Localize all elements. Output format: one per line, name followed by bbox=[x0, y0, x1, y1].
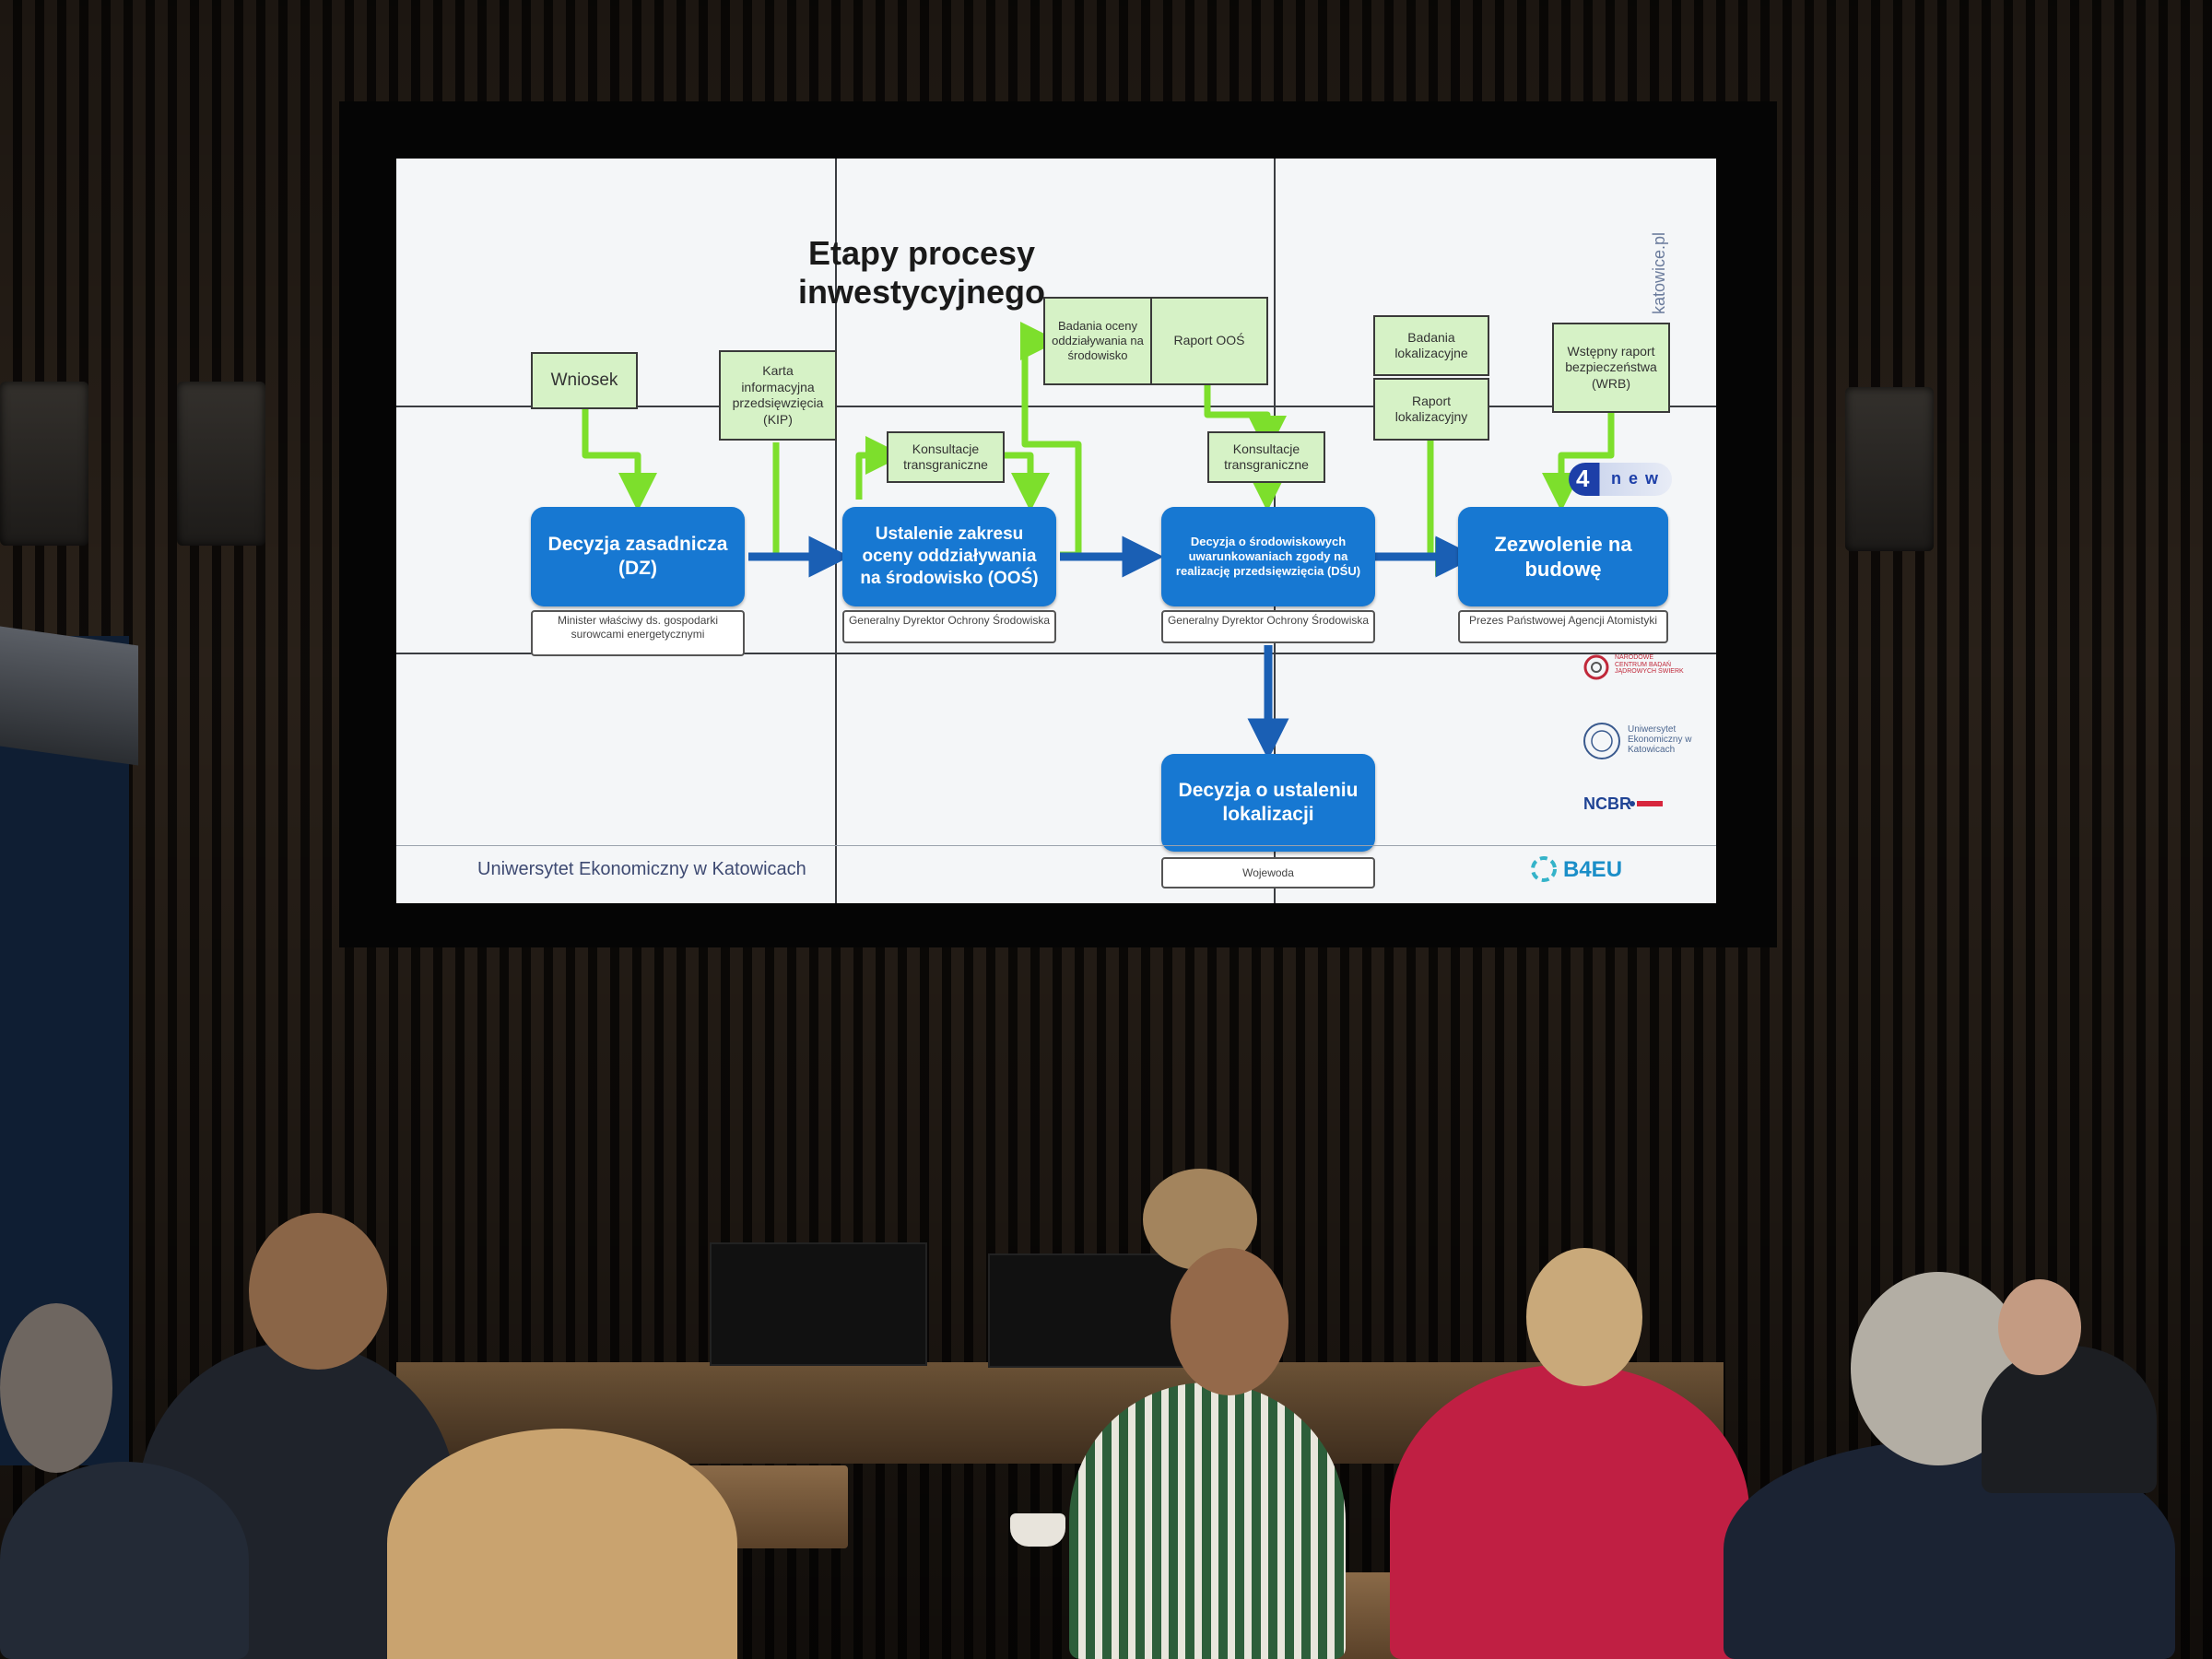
owner-lokalizacja: Wojewoda bbox=[1161, 857, 1375, 888]
stage-oos: Ustalenie zakresu oceny oddziaływania na… bbox=[842, 507, 1056, 606]
screen-seam bbox=[835, 159, 837, 903]
attendee-blonde-front bbox=[387, 1429, 737, 1659]
flow-arrows bbox=[582, 322, 1615, 760]
stage-budowa: Zezwolenie na budowę bbox=[1458, 507, 1668, 606]
input-konsultacje-2: Konsultacje transgraniczne bbox=[1207, 431, 1325, 483]
input-badania-lok: Badania lokalizacyjne bbox=[1373, 315, 1489, 376]
arrow-kip bbox=[772, 442, 849, 576]
left-ledge bbox=[0, 626, 138, 766]
attendee-red-jacket bbox=[1390, 1364, 1749, 1659]
attendee-head bbox=[249, 1213, 387, 1370]
arrow-raport-lok bbox=[1427, 441, 1474, 576]
speaker-left-2 bbox=[177, 382, 265, 546]
attendee-striped-shirt bbox=[1069, 1382, 1346, 1659]
attendee-head bbox=[1171, 1248, 1288, 1395]
stage-dsu: Decyzja o środowiskowych uwarunkowaniach… bbox=[1161, 507, 1375, 606]
screen-seam bbox=[396, 653, 1716, 654]
speaker-right bbox=[1845, 387, 1934, 551]
4new-logo-word: new bbox=[1611, 469, 1666, 488]
input-konsultacje-1: Konsultacje transgraniczne bbox=[887, 431, 1005, 483]
owner-dz: Minister właściwy ds. gospodarki surowca… bbox=[531, 610, 745, 656]
stage-lokalizacja: Decyzja o ustaleniu lokalizacji bbox=[1161, 754, 1375, 852]
cup bbox=[1010, 1513, 1065, 1547]
input-badania-oos: Badania oceny oddziaływania na środowisk… bbox=[1043, 297, 1152, 385]
input-raport-lok: Raport lokalizacyjny bbox=[1373, 378, 1489, 441]
b4eu-logo: B4EU bbox=[1563, 857, 1623, 882]
4new-logo-digit: 4 bbox=[1576, 465, 1590, 492]
attendee-head bbox=[1998, 1279, 2081, 1375]
ue-seal-icon bbox=[1583, 723, 1620, 759]
slide-footer: Uniwersytet Ekonomiczny w Katowicach bbox=[477, 859, 806, 879]
owner-dsu: Generalny Dyrektor Ochrony Środowiska bbox=[1161, 610, 1375, 643]
footer-line bbox=[396, 845, 1716, 846]
screen-seam bbox=[396, 406, 1716, 407]
ncn-logo-icon bbox=[1583, 654, 1609, 680]
ncbr-logo-bar bbox=[1637, 801, 1663, 806]
attendee-far-left bbox=[0, 1462, 249, 1659]
ncbr-logo: NCBR bbox=[1583, 794, 1631, 813]
attendee-head bbox=[0, 1303, 112, 1473]
stage-dz: Decyzja zasadnicza (DZ) bbox=[531, 507, 745, 606]
owner-budowa: Prezes Państwowej Agencji Atomistyki bbox=[1458, 610, 1668, 643]
input-wniosek: Wniosek bbox=[531, 352, 638, 409]
arrow-wrb bbox=[1542, 413, 1615, 512]
b4eu-logo-icon bbox=[1531, 856, 1557, 882]
ncbr-logo-dot bbox=[1630, 801, 1635, 806]
speaker-left-1 bbox=[0, 382, 88, 546]
4new-logo: 4 new bbox=[1569, 463, 1672, 496]
arrow-konsultacje-1 bbox=[855, 436, 904, 500]
owner-oos: Generalny Dyrektor Ochrony Środowiska bbox=[842, 610, 1056, 643]
ncn-logo-text: NARODOWE CENTRUM BADAŃ JĄDROWYCH ŚWIERK bbox=[1615, 654, 1684, 676]
input-kip: Karta informacyjna przedsięwzięcia (KIP) bbox=[719, 350, 837, 441]
monitor-left bbox=[710, 1242, 927, 1366]
arrow-wniosek bbox=[582, 409, 657, 512]
presentation-slide: Etapy procesy inwestycyjnego katowice.pl… bbox=[396, 159, 1716, 903]
ue-logo-text: Uniwersytet Ekonomiczny w Katowicach bbox=[1628, 724, 1692, 755]
input-wrb: Wstępny raport bezpieczeństwa (WRB) bbox=[1552, 323, 1670, 413]
attendee-bald bbox=[1982, 1346, 2157, 1493]
attendee-head bbox=[1526, 1248, 1642, 1386]
input-raport-oos: Raport OOŚ bbox=[1150, 297, 1268, 385]
slide-title: Etapy procesy inwestycyjnego bbox=[797, 234, 1046, 311]
arrow-raport-oos bbox=[1204, 385, 1287, 454]
arrow-konsultacje-1b bbox=[1005, 452, 1050, 512]
